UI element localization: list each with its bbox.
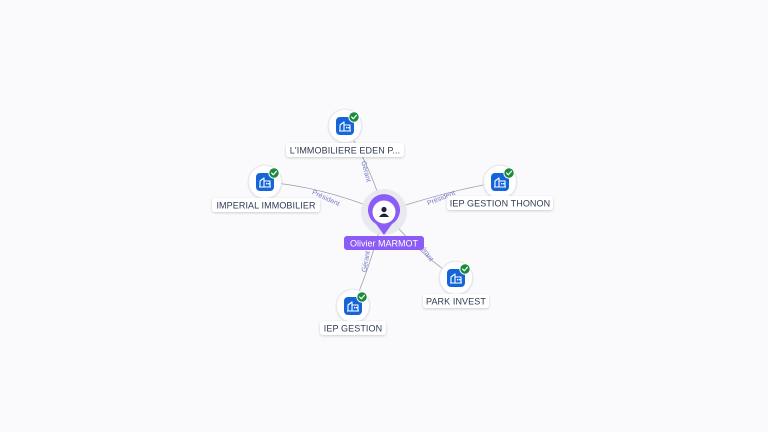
verified-check-icon [268,167,280,179]
person-name-badge[interactable]: Olivier MARMOT [344,236,424,250]
company-icon [344,297,362,315]
company-node-thonon[interactable]: IEP GESTION THONON [447,164,553,210]
company-name: IEP GESTION THONON [450,199,550,209]
company-label[interactable]: IEP GESTION THONON [447,196,553,210]
edge-role-label: Gérant [361,251,372,273]
company-label[interactable]: PARK INVEST [423,294,489,308]
person-icon [379,206,389,217]
edge-role-label: Gérant [359,160,371,183]
company-label[interactable]: IEP GESTION [320,321,386,335]
company-label[interactable]: L'IMMOBILIERE EDEN P... [286,143,404,157]
company-node-park[interactable]: PARK INVEST [423,260,489,308]
company-icon [256,173,274,191]
company-node-gestion[interactable]: IEP GESTION [320,288,386,335]
verified-check-icon [503,167,515,179]
verified-check-icon [459,263,471,275]
company-name: IEP GESTION [324,324,382,334]
verified-check-icon [348,111,360,123]
company-node-imperial[interactable]: IMPERIAL IMMOBILIER [212,164,320,212]
company-name: IMPERIAL IMMOBILIER [216,201,315,211]
company-node-eden[interactable]: L'IMMOBILIERE EDEN P... [286,108,404,157]
company-icon [491,173,509,191]
person-name: Olivier MARMOT [350,239,418,249]
company-name: L'IMMOBILIERE EDEN P... [290,146,400,156]
company-name: PARK INVEST [426,297,486,307]
company-icon [447,269,465,287]
verified-check-icon [356,291,368,303]
company-label[interactable]: IMPERIAL IMMOBILIER [212,198,320,212]
person-node[interactable]: Olivier MARMOT [344,189,424,250]
company-icon [336,117,354,135]
